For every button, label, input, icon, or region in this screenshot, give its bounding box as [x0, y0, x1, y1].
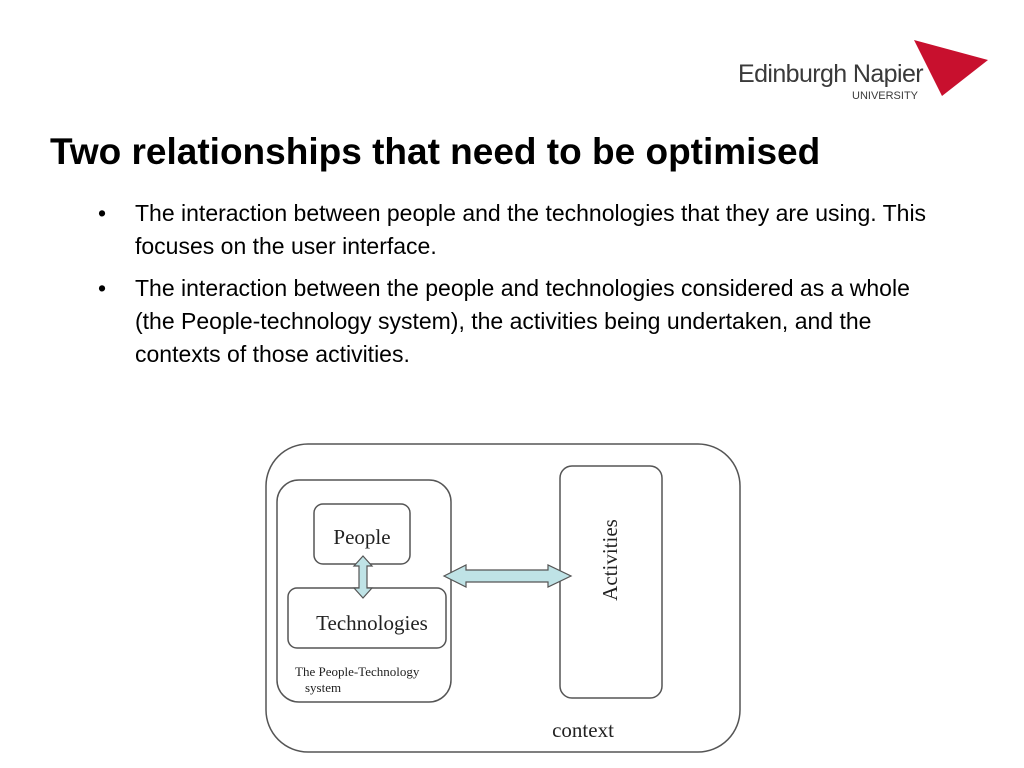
- activities-box: [559, 465, 663, 699]
- university-logo: Edinburgh Napier UNIVERSITY: [736, 40, 988, 106]
- bullet-marker: •: [98, 275, 107, 301]
- bullet-text: The interaction between the people and t…: [135, 275, 910, 367]
- bullet-marker: •: [98, 200, 107, 226]
- activities-label: Activities: [598, 519, 622, 601]
- technologies-label: Technologies: [316, 611, 428, 635]
- system-label: The People-Technology: [295, 664, 420, 679]
- slide-title: Two relationships that need to be optimi…: [50, 131, 821, 172]
- context-label: context: [552, 718, 614, 742]
- people-technologies-arrow: [352, 555, 374, 599]
- bullet-item: • The interaction between the people and…: [96, 272, 936, 371]
- napier-triangle-icon: [914, 40, 988, 96]
- bullet-list: • The interaction between people and the…: [96, 197, 936, 380]
- bullet-item: • The interaction between people and the…: [96, 197, 936, 263]
- system-label-line2: system: [305, 680, 341, 695]
- logo-subtitle: UNIVERSITY: [852, 90, 919, 102]
- system-activities-arrow: [442, 564, 573, 588]
- people-label: People: [333, 525, 390, 549]
- bullet-text: The interaction between people and the t…: [135, 200, 927, 259]
- people-technology-diagram: People Technologies The People-Technolog…: [264, 442, 744, 754]
- logo-name: Edinburgh Napier: [738, 60, 924, 88]
